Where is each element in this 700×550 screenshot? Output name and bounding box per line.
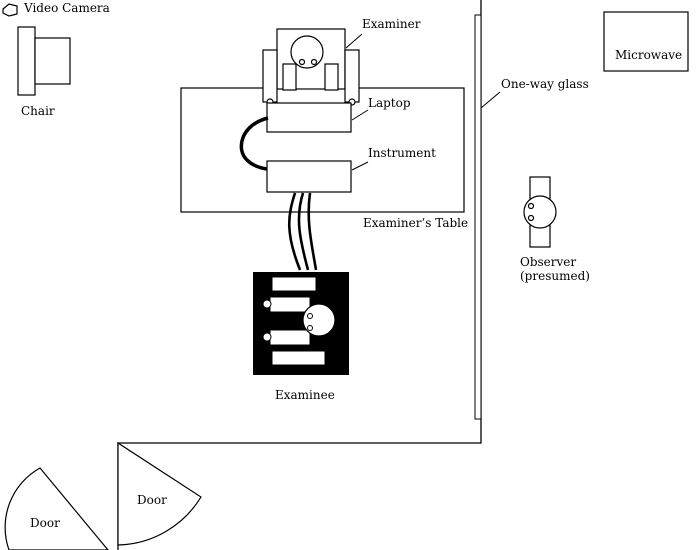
door-right-label: Door: [137, 493, 167, 507]
chair-label: Chair: [21, 104, 55, 118]
observer-label-line1: Observer: [520, 255, 576, 269]
microwave-label: Microwave: [615, 48, 682, 62]
laptop-icon: [266, 102, 352, 133]
examiners-table-label: Examiner’s Table: [363, 216, 468, 230]
laptop-instrument-cable: [239, 116, 269, 171]
door-left-swing: [4, 467, 109, 550]
examiner-figure: [262, 28, 360, 106]
door-left-label: Door: [30, 516, 60, 530]
observer-label-line2: (presumed): [520, 269, 590, 283]
laptop-label: Laptop: [368, 96, 411, 110]
door-right-swing: [117, 441, 202, 546]
instrument-box: [266, 160, 352, 193]
one-way-glass: [474, 14, 501, 420]
examinee-label: Examinee: [275, 388, 335, 402]
microwave-icon: [603, 11, 689, 72]
video-camera-icon: [2, 3, 18, 17]
observer-figure: [523, 176, 557, 248]
video-camera-label: Video Camera: [23, 1, 110, 15]
examinee-figure: [253, 272, 349, 375]
chair-icon: [17, 26, 71, 96]
one-way-glass-label: One-way glass: [501, 77, 589, 91]
instrument-label: Instrument: [368, 146, 436, 160]
sensor-cables: [287, 192, 318, 271]
examiner-label: Examiner: [362, 17, 421, 31]
